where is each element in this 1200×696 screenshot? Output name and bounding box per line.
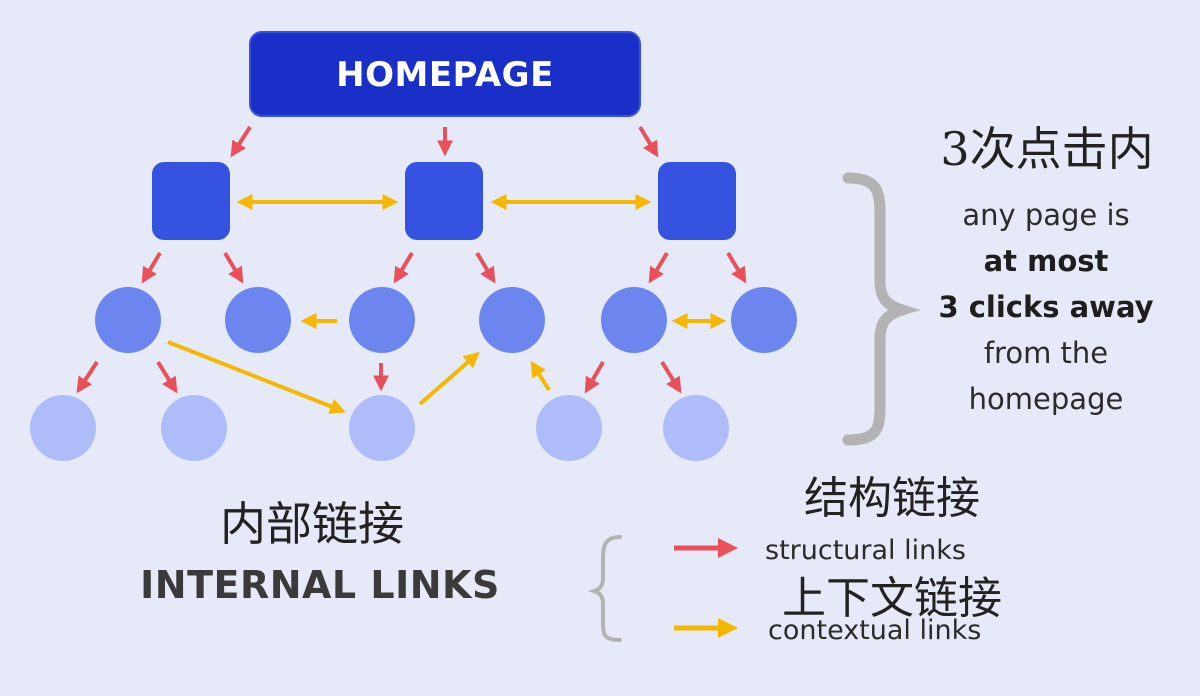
level1-node (152, 162, 230, 240)
level1-nodes (152, 162, 736, 240)
level2-node (601, 287, 667, 353)
legend-brace (587, 535, 622, 642)
level3-nodes (30, 395, 729, 461)
side-note-title-cn: 3次点击内 (940, 122, 1153, 176)
side-note-line-4: from the (984, 336, 1108, 370)
structural-arrow (475, 251, 496, 284)
structural-arrow (648, 251, 669, 284)
main-label: 内部链接 INTERNAL LINKS (140, 497, 500, 607)
level2-node (225, 287, 291, 353)
contextual-arrows (167, 194, 727, 414)
structural-arrow (141, 251, 162, 284)
level2-node (731, 287, 797, 353)
structural-arrow (584, 361, 605, 394)
level3-node (30, 395, 96, 461)
level3-node (161, 395, 227, 461)
structural-arrow (223, 251, 244, 284)
structural-arrows (76, 125, 747, 394)
contextual-arrow (530, 360, 551, 392)
level2-node (349, 287, 415, 353)
contextual-arrow (418, 351, 480, 406)
legend-structural-label: structural links (765, 535, 966, 566)
structural-arrow (156, 360, 178, 394)
level2-node (95, 287, 161, 353)
structural-arrow (393, 251, 414, 284)
level2-nodes (95, 287, 797, 353)
main-label-en: INTERNAL LINKS (140, 563, 500, 607)
level3-node (663, 395, 729, 461)
side-note-line-5: homepage (969, 382, 1124, 416)
homepage-label: HOMEPAGE (336, 55, 554, 95)
side-note-line-3: 3 clicks away (938, 290, 1153, 324)
homepage-node: HOMEPAGE (249, 31, 641, 117)
structural-arrow (660, 360, 682, 394)
structural-arrow (726, 251, 747, 284)
level1-node (658, 162, 736, 240)
side-note-line-2: at most (984, 244, 1109, 278)
legend: 结构链接 structural links 上下文链接 contextual l… (587, 473, 1002, 646)
side-note-line-1: any page is (962, 198, 1129, 232)
level1-node (405, 162, 483, 240)
side-note: 3次点击内 any page is at most 3 clicks away … (938, 122, 1153, 416)
structural-arrow (638, 125, 659, 158)
legend-contextual-cn: 上下文链接 (782, 573, 1002, 624)
legend-structural-cn: 结构链接 (804, 473, 980, 524)
right-brace (842, 172, 921, 446)
level3-node (349, 395, 415, 461)
structural-arrow (230, 125, 252, 158)
legend-contextual-label: contextual links (768, 615, 981, 646)
structural-arrow (76, 360, 99, 394)
contextual-arrow (167, 340, 346, 414)
main-label-cn: 内部链接 (220, 497, 404, 551)
level3-node (536, 395, 602, 461)
level2-node (479, 287, 545, 353)
